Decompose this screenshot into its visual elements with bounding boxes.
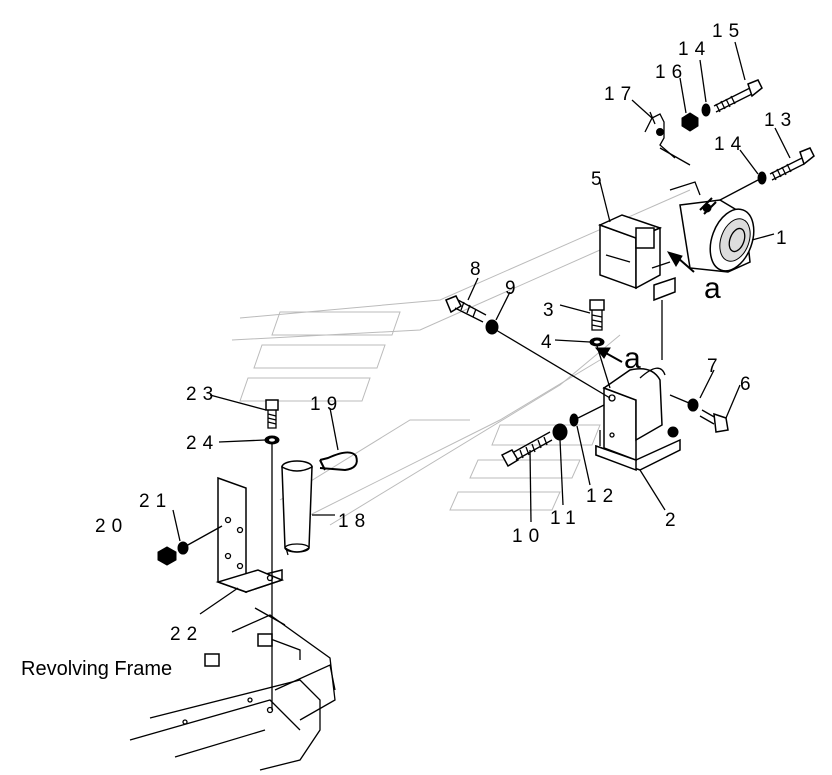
callout-24: 24 — [186, 433, 219, 454]
connection-mark-bottom: a — [624, 342, 641, 375]
part-20-nut — [157, 546, 177, 566]
part-14-washer-top — [701, 103, 711, 117]
callout-21: 21 — [139, 491, 172, 512]
leader-13-motor — [719, 179, 759, 201]
callout-12: 12 — [586, 486, 619, 507]
part-4-washer — [589, 337, 605, 347]
part-2-bracket — [595, 367, 681, 472]
part-13-bolt — [769, 147, 815, 181]
part-16-nut — [681, 112, 699, 132]
part-15-bolt — [713, 79, 763, 113]
part-14-washer-right — [757, 171, 767, 185]
part-24-washer — [264, 435, 280, 445]
part-11-nut — [552, 423, 568, 441]
callout-19: 19 — [310, 394, 343, 415]
callout-6: 6 — [740, 374, 757, 395]
label-leaders — [172, 41, 791, 615]
part-6-bolt — [699, 409, 729, 433]
callout-11: 11 — [550, 508, 582, 529]
callout-labels: 1 2 3 4 5 6 7 8 9 10 11 12 13 14 14 15 1… — [95, 21, 797, 645]
part-1-motor — [669, 181, 755, 273]
callout-23: 23 — [186, 384, 219, 405]
callout-8: 8 — [470, 259, 487, 280]
part-9-washer — [485, 319, 499, 335]
leader-10-12 — [577, 404, 605, 419]
callout-16: 16 — [655, 62, 688, 83]
callout-18: 18 — [338, 511, 371, 532]
connection-arrows — [594, 251, 695, 363]
leader-8-9 — [495, 329, 611, 399]
callout-22: 22 — [170, 624, 203, 645]
revolving-frame — [129, 607, 336, 771]
callout-13: 13 — [764, 110, 797, 131]
callout-3: 3 — [543, 300, 560, 321]
part-10-bolt — [500, 431, 553, 468]
callout-17: 17 — [604, 84, 637, 105]
part-17-plate — [644, 111, 676, 159]
part-21-washer — [177, 541, 189, 555]
callout-1: 1 — [776, 228, 793, 249]
revolving-frame-caption: Revolving Frame — [21, 658, 172, 680]
leader-6-7 — [669, 394, 690, 404]
part-3-bolt — [589, 299, 605, 331]
part-5-bracket — [598, 214, 676, 302]
part-19-ubolt — [319, 451, 358, 472]
part-7-washer — [687, 398, 699, 412]
callout-2: 2 — [665, 510, 682, 531]
callout-7: 7 — [707, 356, 724, 377]
callout-14-top: 14 — [678, 39, 711, 60]
callout-4: 4 — [541, 332, 558, 353]
callout-5: 5 — [591, 169, 608, 190]
part-23-bolt — [265, 399, 279, 429]
callout-15: 15 — [712, 21, 745, 42]
part-18-pin — [281, 460, 313, 556]
callout-9: 9 — [505, 278, 522, 299]
part-8-bolt — [445, 295, 487, 323]
leader-3-4 — [596, 345, 611, 389]
leader-17 — [659, 147, 691, 166]
connection-mark-top: a — [704, 272, 721, 305]
callout-14-right: 14 — [714, 134, 747, 155]
part-12-washer — [569, 413, 579, 427]
leader-20-21 — [185, 525, 223, 547]
callout-20: 20 — [95, 516, 128, 537]
callout-10: 10 — [512, 526, 545, 547]
